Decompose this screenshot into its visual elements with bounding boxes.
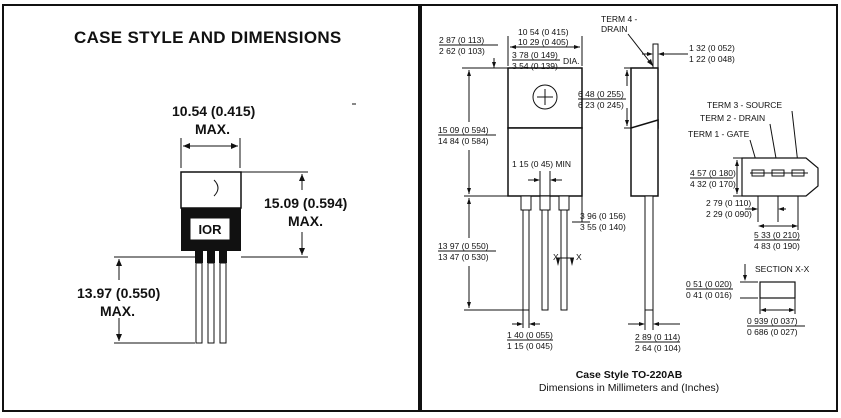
height-max: MAX. — [288, 213, 323, 229]
dim-section-w-max: 0 939 (0 037) — [747, 316, 798, 326]
dim-pitch-max: 2 79 (0 110) — [706, 198, 751, 208]
dia-label: DIA. — [563, 56, 580, 66]
dim-hole-min: 3 54 (0 139) — [512, 61, 558, 71]
dim-tab-offset-max: 2 87 (0 113) — [439, 35, 484, 45]
dim-lead-bottom-min: 1 15 (0 045) — [507, 341, 553, 351]
term2-label: TERM 2 - DRAIN — [700, 113, 765, 123]
outer-frame — [2, 4, 838, 412]
dim-pitch-min: 2 29 (0 090) — [706, 209, 752, 219]
dim-lead-bottom-max: 1 40 (0 055) — [507, 330, 553, 340]
left-panel: CASE STYLE AND DIMENSIONS 10.54 (0.415) … — [74, 28, 356, 344]
dim-tab-thick-max: 1 32 (0 052) — [689, 43, 735, 53]
dim-pkg-height-max: 4 57 (0 180) — [690, 168, 736, 178]
dim-lead-width-min: 1 15 (0 45) MIN — [512, 159, 571, 169]
dim-tab-thick-min: 1 22 (0 048) — [689, 54, 735, 64]
dim-body-height-max: 15 09 (0 594) — [438, 125, 489, 135]
dim-section-t-max: 0 51 (0 020) — [686, 279, 732, 289]
front-body — [507, 127, 583, 197]
dim-body-height-min: 14 84 (0 584) — [438, 136, 489, 146]
side-view — [630, 43, 659, 311]
dim-width-max: 10 54 (0 415) — [518, 27, 569, 37]
dim-hole-max: 3 78 (0 149) — [512, 50, 558, 60]
dim-tab-len-max: 6 48 (0 255) — [578, 89, 624, 99]
width-max: MAX. — [195, 121, 230, 137]
dim-lead-thick-min: 2 64 (0 104) — [635, 343, 681, 353]
dim-width-min: 10 29 (0 405) — [518, 37, 569, 47]
term4-label-line2: DRAIN — [601, 24, 627, 34]
lead-length-dimension: 13.97 (0.550) — [77, 285, 160, 301]
dim-pitch2-min: 4 83 (0 190) — [754, 241, 800, 251]
width-dimension: 10.54 (0.415) — [172, 103, 255, 119]
term4-label-line1: TERM 4 - — [601, 14, 638, 24]
right-panel: 10 54 (0 415) 10 29 (0 405) 3 78 (0 149)… — [438, 14, 819, 394]
height-dimension: 15.09 (0.594) — [264, 195, 347, 211]
end-view-package — [741, 157, 819, 197]
section-marker-right: X — [576, 252, 582, 262]
term3-label: TERM 3 - SOURCE — [707, 100, 782, 110]
package-tab — [180, 171, 242, 209]
dim-pkg-height-min: 4 32 (0 170) — [690, 179, 736, 189]
dim-offset-min: 3 55 (0 140) — [580, 222, 626, 232]
dim-tab-offset-min: 2 62 (0 103) — [439, 46, 485, 56]
dim-lead-length-min: 13 47 (0 530) — [438, 252, 489, 262]
lead-length-max: MAX. — [100, 303, 135, 319]
caption-subtitle: Dimensions in Millimeters and (Inches) — [539, 382, 719, 394]
dim-section-w-min: 0 686 (0 027) — [747, 327, 798, 337]
mounting-hole — [532, 84, 558, 110]
dim-offset-max: 3 96 (0 156) — [580, 211, 626, 221]
dim-tab-len-min: 6 23 (0 245) — [578, 100, 624, 110]
caption-title: Case Style TO-220AB — [576, 369, 683, 381]
dim-lead-length-max: 13 97 (0 550) — [438, 241, 489, 251]
front-leads — [520, 195, 570, 311]
section-label: SECTION X-X — [755, 264, 810, 274]
package-leads — [195, 262, 227, 344]
dim-section-t-min: 0 41 (0 016) — [686, 290, 732, 300]
left-title: CASE STYLE AND DIMENSIONS — [74, 28, 342, 47]
section-marker-left: X — [553, 252, 559, 262]
tab-hole-arc — [213, 179, 219, 197]
term1-label: TERM 1 - GATE — [688, 129, 750, 139]
dim-pitch2-max: 5 33 (0 210) — [754, 230, 800, 240]
dim-lead-thick-max: 2 89 (0 114) — [635, 332, 680, 342]
logo-box — [189, 217, 231, 241]
logo-text: IOR — [198, 222, 222, 237]
section-profile — [759, 281, 796, 299]
